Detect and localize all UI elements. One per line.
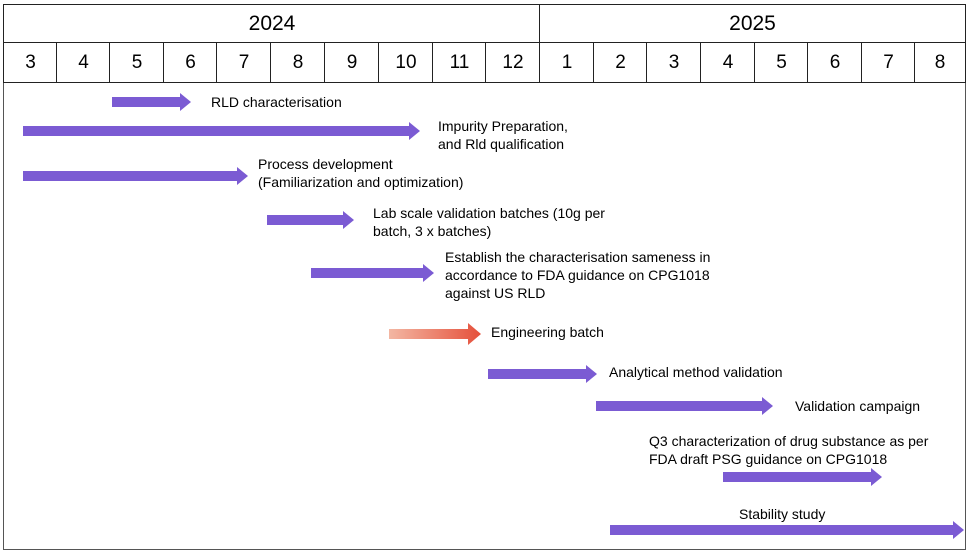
arrow-lab-scale-validation <box>267 211 354 229</box>
task-label-validation-campaign: Validation campaign <box>795 398 921 414</box>
month-cell: 8 <box>270 42 326 83</box>
task-label-stability-study: Stability study <box>739 506 826 522</box>
arrow-stability-study <box>610 521 964 539</box>
month-cell: 4 <box>700 42 756 83</box>
month-cell: 8 <box>914 42 966 83</box>
month-cell: 1 <box>539 42 595 83</box>
month-cell: 6 <box>163 42 218 83</box>
arrow-impurity-preparation <box>23 122 420 140</box>
arrow-characterisation-sameness <box>311 264 434 282</box>
task-label-engineering-batch: Engineering batch <box>491 324 604 340</box>
task-label-impurity-preparation: Impurity Preparation, and Rld qualificat… <box>438 118 568 152</box>
month-cell: 3 <box>3 42 58 83</box>
arrow-validation-campaign <box>596 397 773 415</box>
task-label-q3-characterization: Q3 characterization of drug substance as… <box>649 433 929 467</box>
task-label-process-development: Process development (Familiarization and… <box>258 156 464 190</box>
arrow-process-development <box>23 167 248 185</box>
month-cell: 6 <box>807 42 863 83</box>
month-cell: 11 <box>432 42 487 83</box>
task-label-analytical-method-validation: Analytical method validation <box>609 364 783 380</box>
month-cell: 2 <box>593 42 648 83</box>
month-cell: 7 <box>216 42 272 83</box>
task-label-rld-characterisation: RLD characterisation <box>211 94 342 110</box>
month-cell: 12 <box>485 42 541 83</box>
task-label-characterisation-sameness: Establish the characterisation sameness … <box>445 249 711 301</box>
arrow-rld-characterisation <box>112 93 191 111</box>
arrow-q3-characterization <box>723 468 882 486</box>
month-cell: 5 <box>754 42 809 83</box>
task-label-lab-scale-validation: Lab scale validation batches (10g per ba… <box>373 205 605 239</box>
arrow-engineering-batch <box>389 323 481 345</box>
arrow-analytical-method-validation <box>488 365 597 383</box>
